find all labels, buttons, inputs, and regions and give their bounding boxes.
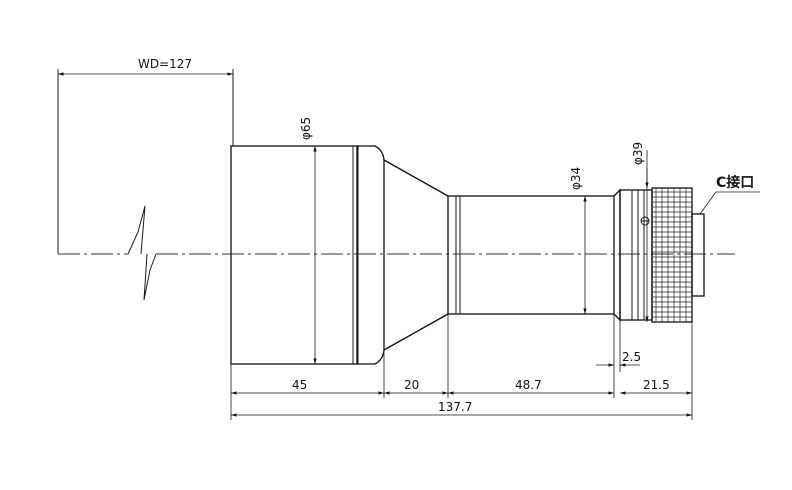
segment-dimensions [231,363,692,417]
rear-diameter-label: φ39 [631,142,645,165]
rear-section [619,189,653,321]
knurled-ring [651,187,693,323]
dim-flange-gap: 2.5 [622,350,641,364]
taper-section [383,159,449,351]
front-barrel [230,145,385,365]
front-diameter-label: φ65 [299,117,313,140]
middle-barrel [447,188,621,322]
dim-front-barrel: 45 [292,378,307,392]
dim-middle-barrel: 48.7 [515,378,542,392]
dim-taper: 20 [404,378,419,392]
mount-callout [699,191,760,215]
c-mount-thread [691,213,705,297]
middle-diameter-label: φ34 [569,167,583,190]
working-distance-label: WD=127 [138,57,192,71]
working-distance-bracket [57,69,234,301]
dim-total: 137.7 [438,400,472,414]
mount-label: C接口 [716,174,754,191]
dim-mount: 21.5 [643,378,670,392]
